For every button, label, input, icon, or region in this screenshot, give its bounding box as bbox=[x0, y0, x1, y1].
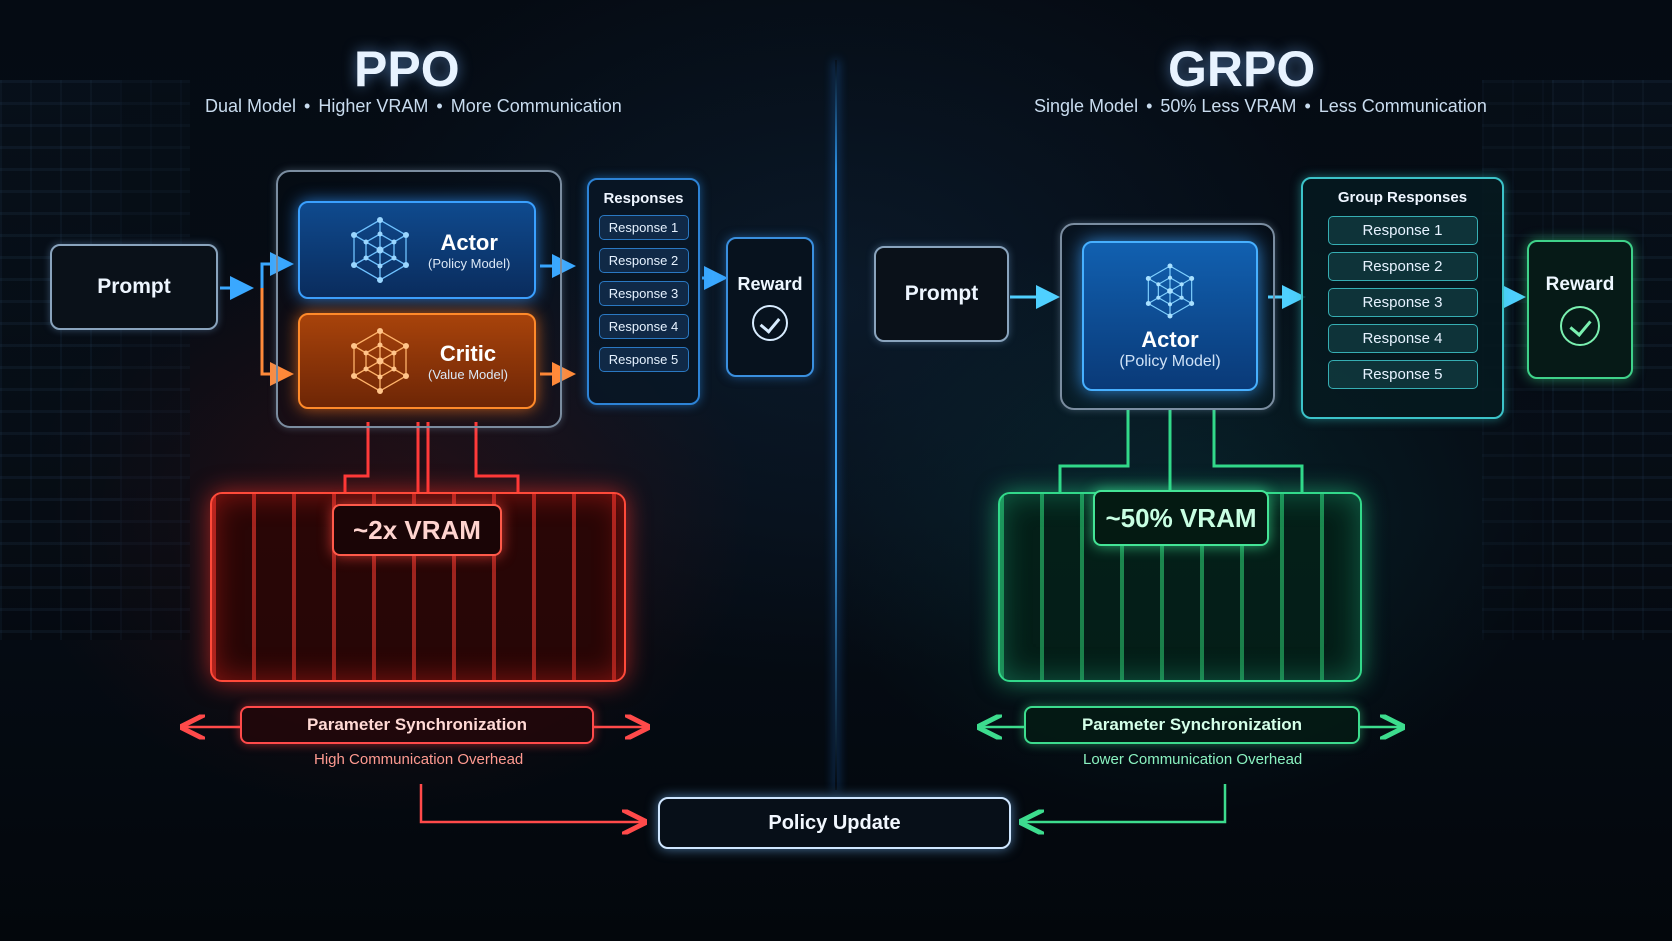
grpo-subtitle-item: Less Communication bbox=[1318, 96, 1487, 116]
center-divider bbox=[835, 60, 837, 790]
grpo-actor-sub: (Policy Model) bbox=[1119, 353, 1221, 370]
grpo-subtitle-item: 50% Less VRAM bbox=[1160, 96, 1297, 116]
grpo-single-model-frame bbox=[1060, 223, 1275, 410]
ppo-subtitle-item: Higher VRAM bbox=[318, 96, 429, 116]
ppo-overhead-label: High Communication Overhead bbox=[314, 751, 524, 768]
neural-network-icon bbox=[1145, 263, 1195, 319]
server-rack-left-inner bbox=[120, 80, 190, 640]
ppo-actor-sub: (Policy Model) bbox=[428, 255, 511, 271]
ppo-responses-panel: Responses Response 1 Response 2 Response… bbox=[587, 178, 700, 405]
checkmark-circle-icon bbox=[752, 304, 788, 341]
server-rack-left bbox=[0, 80, 120, 640]
ppo-dual-model-frame bbox=[276, 170, 562, 428]
neural-network-icon bbox=[351, 217, 409, 283]
ppo-subtitle-item: More Communication bbox=[450, 96, 622, 116]
ppo-critic-model: Critic (Value Model) bbox=[298, 313, 536, 409]
list-item: Response 1 bbox=[598, 215, 689, 240]
list-item: Response 3 bbox=[598, 281, 689, 306]
checkmark-circle-icon bbox=[1560, 305, 1600, 346]
grpo-reward-box: Reward bbox=[1527, 240, 1633, 379]
list-item: Response 4 bbox=[1327, 324, 1478, 353]
neural-network-icon bbox=[351, 328, 409, 394]
grpo-responses-title: Group Responses bbox=[1337, 189, 1468, 206]
grpo-actor-model: Actor (Policy Model) bbox=[1082, 241, 1258, 391]
grpo-parameter-sync: Parameter Synchronization bbox=[1024, 706, 1360, 744]
ppo-critic-name: Critic bbox=[439, 340, 497, 366]
ppo-reward-label: Reward bbox=[737, 273, 803, 294]
ppo-subtitle-item: Dual Model bbox=[205, 96, 297, 116]
grpo-group-responses-panel: Group Responses Response 1 Response 2 Re… bbox=[1301, 177, 1504, 419]
list-item: Response 5 bbox=[1327, 360, 1478, 389]
ppo-parameter-sync: Parameter Synchronization bbox=[240, 706, 594, 744]
ppo-prompt-box: Prompt bbox=[50, 244, 218, 330]
grpo-prompt-box: Prompt bbox=[874, 246, 1009, 342]
list-item: Response 4 bbox=[598, 314, 689, 339]
ppo-vram-badge: ~2x VRAM bbox=[332, 504, 502, 556]
list-item: Response 2 bbox=[1327, 252, 1478, 281]
policy-update-box: Policy Update bbox=[658, 797, 1011, 849]
ppo-title: PPO bbox=[354, 41, 460, 97]
grpo-subtitle-item: Single Model bbox=[1034, 96, 1139, 116]
list-item: Response 5 bbox=[598, 347, 689, 372]
list-item: Response 3 bbox=[1327, 288, 1478, 317]
ppo-critic-sub: (Value Model) bbox=[428, 366, 508, 382]
ppo-critic-text: Critic (Value Model) bbox=[428, 341, 508, 382]
grpo-title: GRPO bbox=[1168, 41, 1316, 97]
grpo-reward-label: Reward bbox=[1545, 273, 1615, 295]
grpo-vram-badge: ~50% VRAM bbox=[1093, 490, 1269, 546]
list-item: Response 2 bbox=[598, 248, 689, 273]
ppo-actor-model: Actor (Policy Model) bbox=[298, 201, 536, 299]
grpo-overhead-label: Lower Communication Overhead bbox=[1083, 751, 1303, 768]
grpo-subtitle: Single Model•50% Less VRAM•Less Communic… bbox=[1034, 96, 1487, 116]
ppo-actor-name: Actor bbox=[440, 229, 498, 255]
ppo-subtitle: Dual Model•Higher VRAM•More Communicatio… bbox=[205, 96, 622, 116]
grpo-actor-name: Actor bbox=[1141, 327, 1199, 352]
list-item: Response 1 bbox=[1327, 216, 1478, 245]
ppo-actor-text: Actor (Policy Model) bbox=[428, 230, 510, 271]
ppo-reward-box: Reward bbox=[726, 237, 814, 377]
ppo-responses-title: Responses bbox=[603, 190, 684, 207]
